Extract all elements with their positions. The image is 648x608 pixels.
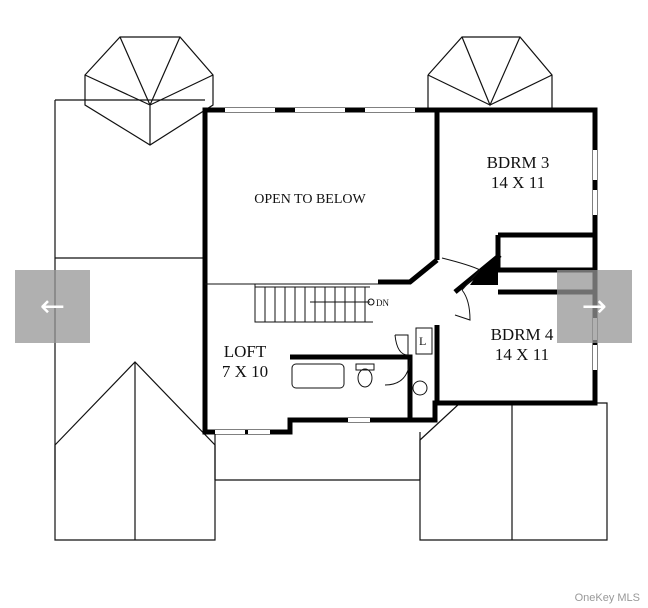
arrow-left-icon: ← [39,289,66,324]
arrow-right-icon: → [581,289,608,324]
bdrm3-name: BDRM 3 [486,153,550,172]
bdrm3-size: 14 X 11 [490,173,546,192]
bdrm3-label: BDRM 3 14 X 11 [468,153,568,193]
previous-image-button[interactable]: ← [15,270,90,343]
loft-name: LOFT [223,342,267,361]
bdrm4-size: 14 X 11 [494,345,550,364]
loft-label: LOFT 7 X 10 [210,342,280,382]
stairs [205,257,481,396]
bdrm4-name: BDRM 4 [490,325,554,344]
stairs-down-label: DN [376,298,389,308]
next-image-button[interactable]: → [557,270,632,343]
linen-closet-label: L [419,334,427,348]
loft-size: 7 X 10 [221,362,269,381]
bdrm4-label: BDRM 4 14 X 11 [472,325,572,365]
open-to-below-label: OPEN TO BELOW [254,192,366,207]
watermark: OneKey MLS [574,592,640,604]
